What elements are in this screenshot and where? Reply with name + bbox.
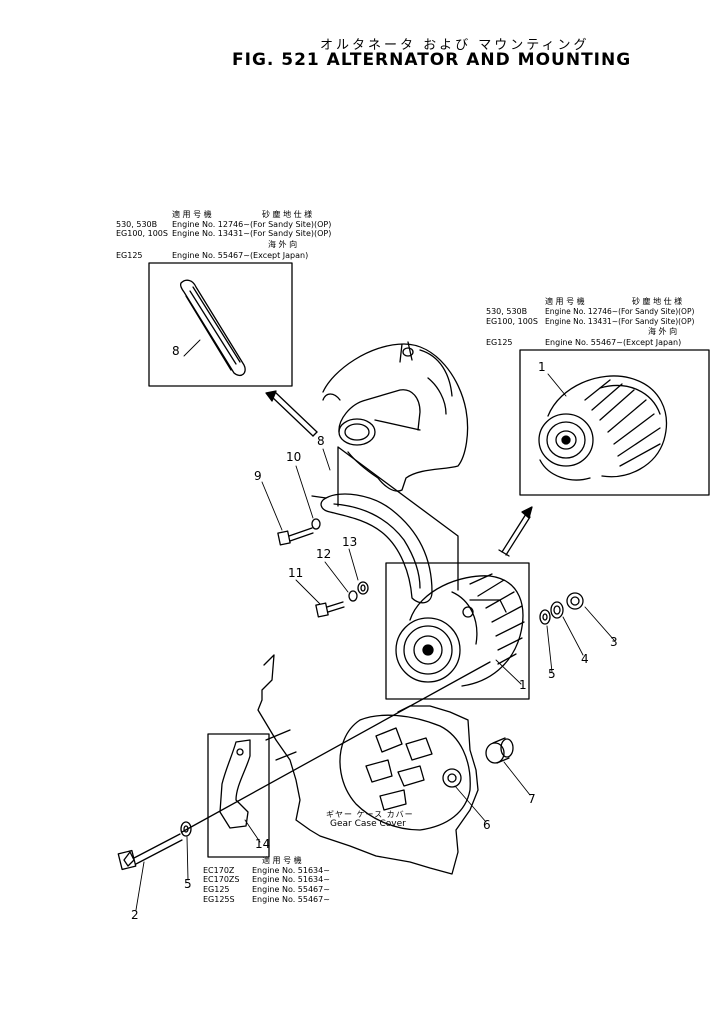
note-engine: Engine No. 12746~(For Sandy Site)(OP) xyxy=(172,220,332,229)
inset-strap-box xyxy=(148,262,293,387)
callout-14: 14 xyxy=(255,837,271,851)
note-sub-header: 海 外 向 xyxy=(268,240,298,249)
spacer-7 xyxy=(485,737,514,764)
note-engine: Engine No. 55467~(Except Japan) xyxy=(545,338,682,347)
engine-gear-case xyxy=(257,654,479,875)
note-engine: Engine No. 13431~(For Sandy Site)(OP) xyxy=(545,317,695,326)
gear-case-label: Gear Case Cover xyxy=(330,819,406,829)
washer-12 xyxy=(348,590,358,602)
water-pump-housing xyxy=(322,341,469,492)
note-model: EG125 xyxy=(116,251,143,260)
note-header-right: 砂 塵 地 仕 様 xyxy=(632,297,683,306)
note-model: EG125 xyxy=(486,338,513,347)
callout-8-inset: 8 xyxy=(172,344,180,358)
callout-8: 8 xyxy=(317,434,325,448)
inset-alternator-box xyxy=(519,349,710,496)
note-model: EG100, 100S xyxy=(486,317,538,326)
alternator-assembly xyxy=(385,562,530,700)
washer-10 xyxy=(311,518,321,530)
note-engine: Engine No. 55467~ xyxy=(252,895,330,904)
note-header: 適 用 号 機 xyxy=(262,856,302,865)
note-model: EC170Z xyxy=(203,866,235,875)
bracket-inset-box xyxy=(207,733,270,858)
note-engine: Engine No. 13431~(For Sandy Site)(OP) xyxy=(172,229,332,238)
note-engine: Engine No. 12746~(For Sandy Site)(OP) xyxy=(545,307,695,316)
callout-1-inset: 1 xyxy=(538,360,546,374)
note-engine: Engine No. 51634~ xyxy=(252,866,330,875)
callout-7: 7 xyxy=(528,792,536,806)
note-sub-header: 海 外 向 xyxy=(648,327,678,336)
note-model: 530, 530B xyxy=(486,307,528,316)
callout-4: 4 xyxy=(581,652,589,666)
callout-leaders xyxy=(135,339,615,911)
note-model: EG125 xyxy=(203,885,230,894)
note-engine: Engine No. 55467~ xyxy=(252,885,330,894)
leader-arrow-strap xyxy=(265,390,318,437)
leader-arrow-alternator xyxy=(498,506,533,557)
adjusting-strap xyxy=(311,446,459,604)
note-model: EC170ZS xyxy=(203,875,240,884)
callout-9: 9 xyxy=(254,469,262,483)
note-model: EG125S xyxy=(203,895,235,904)
callout-13: 13 xyxy=(342,535,358,549)
figure-title: FIG. 521 ALTERNATOR AND MOUNTING xyxy=(232,50,632,70)
note-engine: Engine No. 55467~(Except Japan) xyxy=(172,251,309,260)
washer-5-right xyxy=(539,609,551,625)
washer-5-left xyxy=(180,821,192,837)
callout-3: 3 xyxy=(610,635,618,649)
note-model: 530, 530B xyxy=(116,220,158,229)
note-model: EG100, 100S xyxy=(116,229,168,238)
callout-11: 11 xyxy=(288,566,304,580)
nut-3 xyxy=(566,592,584,610)
title-japanese: オルタネータ および マウンティング xyxy=(320,38,590,53)
callout-5-left: 5 xyxy=(184,877,192,891)
washer-4 xyxy=(550,601,564,619)
note-header-right: 砂 塵 地 仕 様 xyxy=(262,210,313,219)
callout-5-right: 5 xyxy=(548,667,556,681)
note-engine: Engine No. 51634~ xyxy=(252,875,330,884)
long-bolt-2 xyxy=(117,661,491,871)
callout-10: 10 xyxy=(286,450,302,464)
note-header-left: 適 用 号 機 xyxy=(172,210,212,219)
bolt-9 xyxy=(277,527,314,546)
washer-13 xyxy=(357,581,369,595)
note-header-left: 適 用 号 機 xyxy=(545,297,585,306)
callout-2: 2 xyxy=(131,908,139,922)
callout-12: 12 xyxy=(316,547,332,561)
callout-6: 6 xyxy=(483,818,491,832)
bolt-11 xyxy=(315,601,345,618)
callout-1: 1 xyxy=(519,678,527,692)
